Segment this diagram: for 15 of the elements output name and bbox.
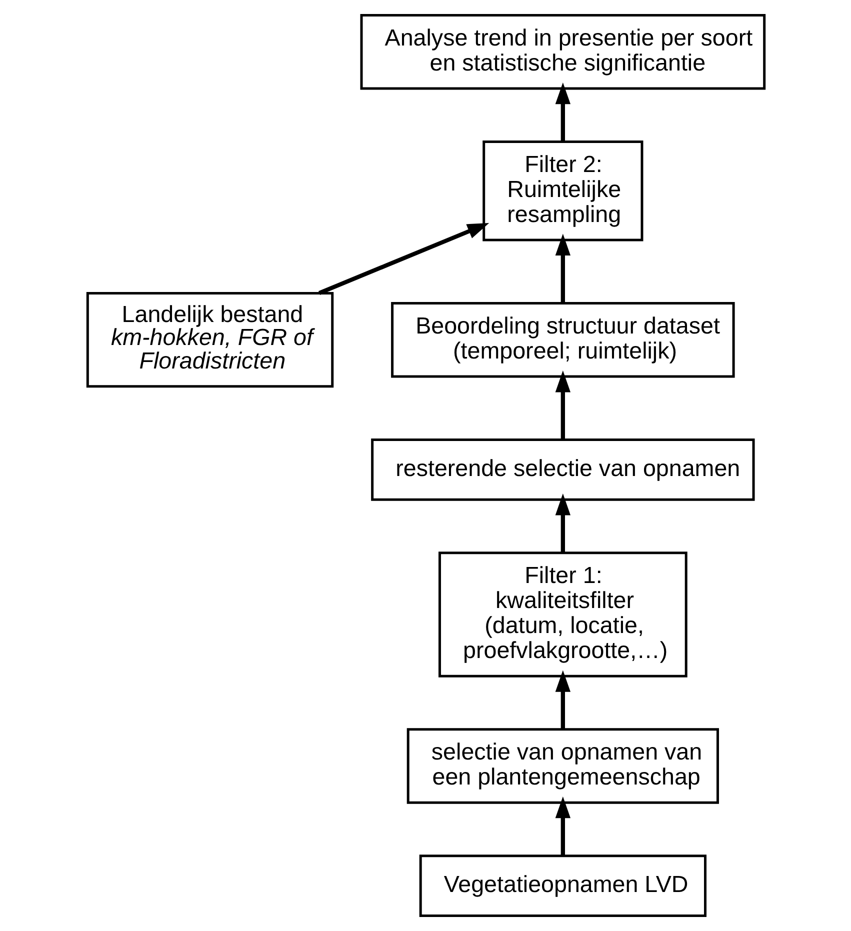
arrow: [554, 370, 570, 440]
node-box: selectie van opnamen van een plantengemeenschap: [406, 728, 718, 804]
node-box: Landelijk bestand km-hokken, FGR of Floradistricten: [86, 292, 334, 388]
arrow: [318, 222, 489, 295]
arrow: [554, 494, 570, 553]
node-box: Beoordeling structuur dataset (temporeel; ruimtelijk): [390, 302, 734, 378]
arrow: [554, 234, 570, 303]
node-box: resterende selectie van opnamen: [370, 438, 754, 501]
node-box: Vegetatieopnamen LVD: [418, 854, 706, 918]
node-box: Filter 1: kwaliteitsfilter (datum, locatie, proefvlakgrootte,…): [438, 552, 687, 678]
node-box: Analyse trend in presentie per soort en statistische significantie: [360, 14, 766, 90]
node-box: Filter 2: Ruimtelijke resampling: [482, 140, 643, 242]
arrow: [554, 796, 570, 856]
arrow: [554, 670, 570, 730]
arrow: [554, 82, 570, 142]
